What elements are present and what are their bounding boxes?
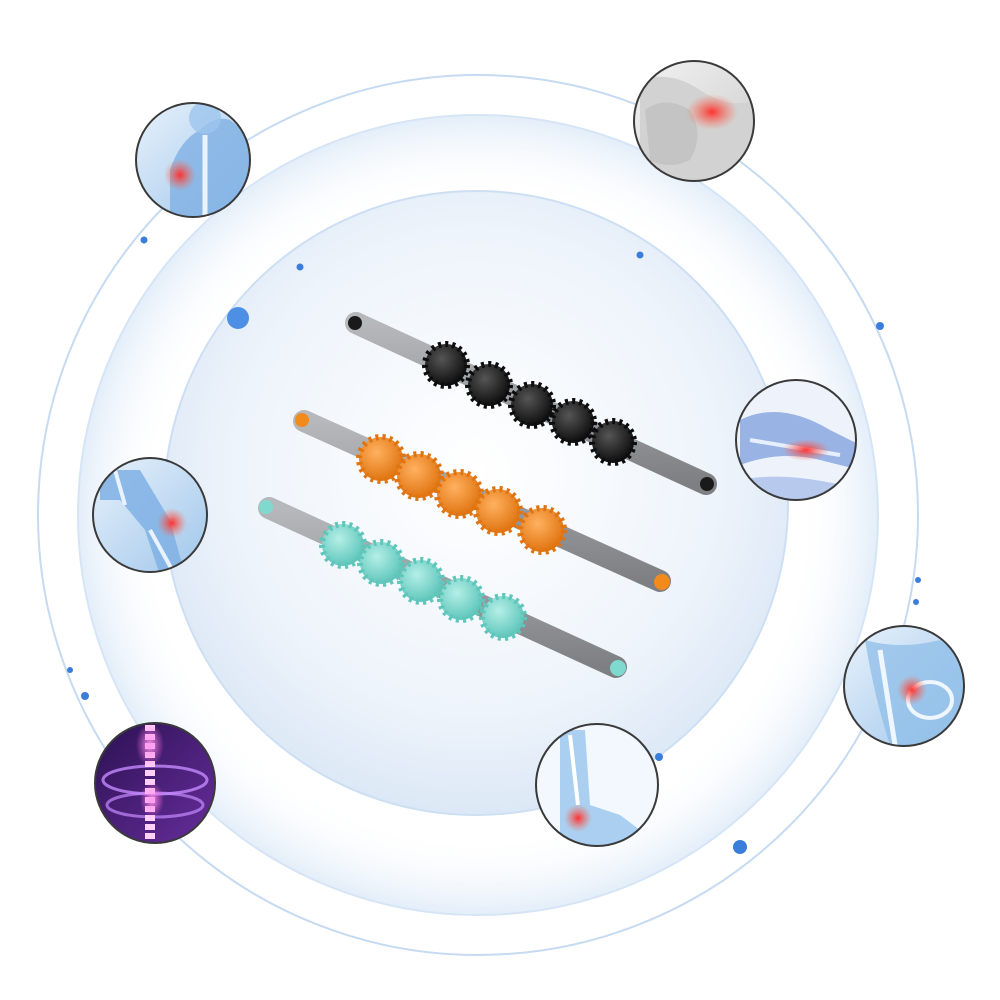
massage-ball: [549, 398, 597, 446]
orbit-dots: [67, 236, 921, 854]
roller-cap: [654, 574, 670, 590]
orbit-dot: [655, 753, 663, 761]
roller-cap: [259, 500, 273, 514]
massage-ball: [357, 539, 405, 587]
spine-inset: [94, 722, 216, 844]
roller-cap: [700, 477, 714, 491]
roller-cap: [295, 413, 309, 427]
shoulder-inset: [135, 102, 251, 218]
orbit-dot: [140, 236, 148, 244]
massage-ball: [508, 381, 556, 429]
teal-roller: [258, 497, 627, 678]
massage-ball: [465, 361, 513, 409]
ankle-inset: [535, 723, 659, 847]
orbit-dot: [915, 577, 921, 583]
orbit-dot: [67, 667, 73, 673]
massage-ball: [397, 557, 445, 605]
roller-cap: [610, 660, 626, 676]
massage-ball: [437, 575, 485, 623]
massage-ball: [422, 341, 470, 389]
orbit-dot: [227, 307, 249, 329]
massage-ball: [473, 486, 523, 536]
massage-ball: [517, 505, 567, 555]
massage-ball: [479, 593, 527, 641]
orbit-dot: [296, 263, 304, 271]
massage-ball: [394, 451, 444, 501]
neck-inset: [633, 60, 755, 182]
orange-roller: [293, 410, 671, 592]
orbit-dot: [876, 322, 884, 330]
orbit-dot: [636, 251, 644, 259]
black-roller: [345, 312, 717, 495]
roller-cap: [348, 316, 362, 330]
orbit-dot: [733, 840, 747, 854]
knee-inset: [92, 457, 208, 573]
orbit-dot: [81, 692, 89, 700]
hip-inset: [843, 625, 965, 747]
massage-ball: [589, 418, 637, 466]
outer-ring: [37, 74, 919, 956]
orbit-dot: [913, 599, 919, 605]
massage-ball: [319, 521, 367, 569]
